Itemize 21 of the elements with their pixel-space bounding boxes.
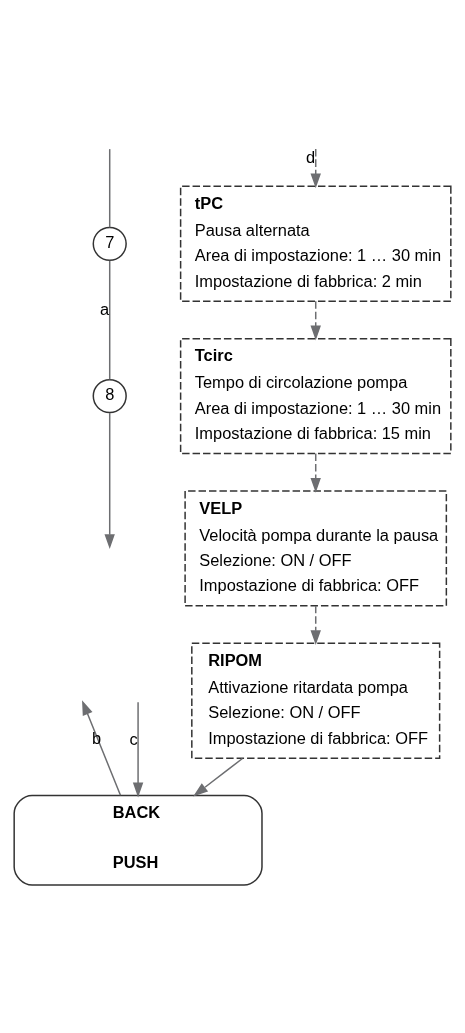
edge-label: a (99, 300, 110, 319)
edge-label: d (305, 148, 316, 167)
node-box: Tcirc Tempo di circolazione pompa Area di impostazione: 1 … 30 min Impostazione di fabbrica: 15 min (179, 337, 452, 455)
node-circle: 8 (92, 378, 127, 414)
connector (108, 148, 111, 229)
arrow (310, 300, 321, 341)
edge-label: c (129, 729, 138, 748)
edge-label: b (91, 729, 102, 748)
arrow (310, 148, 321, 189)
arrow (132, 701, 144, 798)
arrow (82, 700, 122, 796)
arrow (310, 452, 321, 493)
arrow (193, 757, 244, 797)
node-box: VELP Velocità pompa durante la pausa Selezione: ON / OFF Impostazione di fabbrica: OFF (184, 490, 448, 607)
node-box: RIPOM Attivazione ritardata pompa Selezione: ON / OFF Impostazione di fabbrica: OFF (191, 642, 441, 759)
arrow (310, 605, 321, 646)
connector (108, 260, 111, 381)
node-box: BACK PUSH (13, 794, 263, 886)
arrow (104, 412, 115, 550)
node-circle: 7 (92, 226, 127, 261)
node-box: tPC Pausa alternata Area di impostazione: 1 … 30 min Impostazione di fabbrica: 2 min (179, 185, 452, 303)
